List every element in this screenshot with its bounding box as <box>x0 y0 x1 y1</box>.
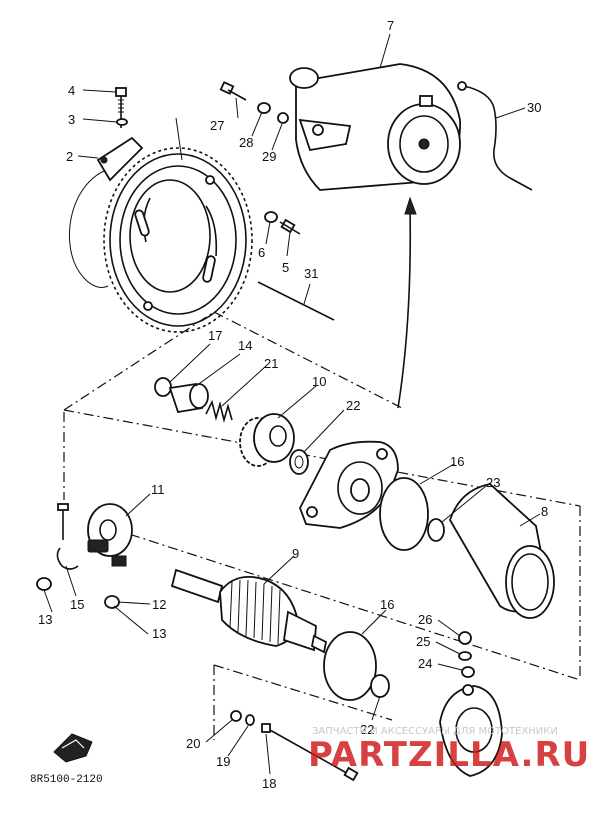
spring-part-21 <box>205 399 233 424</box>
label-20: 20 <box>186 736 200 751</box>
label-10: 10 <box>312 374 326 389</box>
label-29: 29 <box>262 149 276 164</box>
ring-part-17 <box>154 377 172 397</box>
label-14: 14 <box>238 338 252 353</box>
rear-cover <box>439 684 503 777</box>
leader-lines <box>43 33 541 775</box>
bolt-part-5 <box>279 218 301 235</box>
nut-part-12 <box>104 595 120 609</box>
exploded-group-outline <box>63 311 581 740</box>
pinion-gear-part-10 <box>239 413 295 467</box>
diagram-code: 8R5100-2120 <box>30 774 103 786</box>
label-4: 4 <box>68 83 75 98</box>
nut-part-6 <box>264 211 278 223</box>
label-25: 25 <box>416 634 430 649</box>
label-9: 9 <box>292 546 299 561</box>
rod-part-31 <box>257 281 335 321</box>
label-15: 15 <box>70 597 84 612</box>
label-7: 7 <box>387 18 394 33</box>
nut-part-20 <box>230 710 242 722</box>
cable-part-30 <box>463 85 533 191</box>
label-6: 6 <box>258 245 265 260</box>
label-13-right: 13 <box>152 626 166 641</box>
nut-part-26 <box>458 631 472 645</box>
ring-gear <box>103 147 253 333</box>
label-2: 2 <box>66 149 73 164</box>
label-11: 11 <box>151 482 165 497</box>
label-28: 28 <box>239 135 253 150</box>
label-8: 8 <box>541 504 548 519</box>
label-31: 31 <box>304 266 318 281</box>
front-cover <box>299 440 399 529</box>
label-5: 5 <box>282 260 289 275</box>
label-22-upper: 22 <box>346 398 360 413</box>
label-13-left: 13 <box>38 612 52 627</box>
label-17: 17 <box>208 328 222 343</box>
starter-clutch-assembly <box>68 87 335 333</box>
watermark-caption: ЗАПЧАСТИ И АКСЕССУАРЫ ДЛЯ МОТОТЕХНИКИ <box>312 726 558 737</box>
watermark-brand: PARTZILLA.RU <box>308 735 590 775</box>
brush-plate-part-11 <box>56 503 133 570</box>
bolt-part-15 <box>57 503 69 540</box>
yoke-part-8 <box>449 483 555 619</box>
nut-part-13-left <box>36 577 52 591</box>
label-22-lower: 22 <box>360 722 374 737</box>
armature-part-9 <box>170 568 328 654</box>
washer-part-22-lower <box>370 674 390 698</box>
label-24: 24 <box>418 656 432 671</box>
washer-part-22-upper <box>289 449 309 475</box>
washer-part-19 <box>245 714 255 726</box>
watermark: ЗАПЧАСТИ И АКСЕССУАРЫ ДЛЯ МОТОТЕХНИКИ PA… <box>308 726 590 775</box>
label-19: 19 <box>216 754 230 769</box>
label-27: 27 <box>210 118 224 133</box>
label-21: 21 <box>264 356 278 371</box>
o-ring-part-16-lower <box>323 631 377 701</box>
starter-motor-part-7 <box>289 63 461 191</box>
washer-part-3 <box>116 118 128 126</box>
label-12: 12 <box>152 597 166 612</box>
label-16-lower: 16 <box>380 597 394 612</box>
bolt-part-27 <box>219 81 247 101</box>
o-ring-part-16-upper <box>379 477 429 551</box>
label-16-upper: 16 <box>450 454 464 469</box>
washer-part-24 <box>461 666 475 678</box>
label-3: 3 <box>68 112 75 127</box>
bushing-part-14 <box>168 382 209 414</box>
washer-part-29 <box>277 112 289 124</box>
washer-part-23 <box>427 518 445 542</box>
front-direction-icon <box>53 733 93 763</box>
plate-part-2 <box>96 136 144 182</box>
label-30: 30 <box>527 100 541 115</box>
label-23: 23 <box>486 475 500 490</box>
callout-labels: 4 3 2 27 28 29 7 30 6 5 31 17 14 21 10 2… <box>38 18 548 791</box>
assembly-arrow <box>397 207 412 409</box>
washer-part-25 <box>458 651 472 661</box>
washer-part-28 <box>257 102 271 114</box>
label-18: 18 <box>262 776 276 791</box>
label-26: 26 <box>418 612 432 627</box>
bolt-part-18 <box>261 723 359 782</box>
